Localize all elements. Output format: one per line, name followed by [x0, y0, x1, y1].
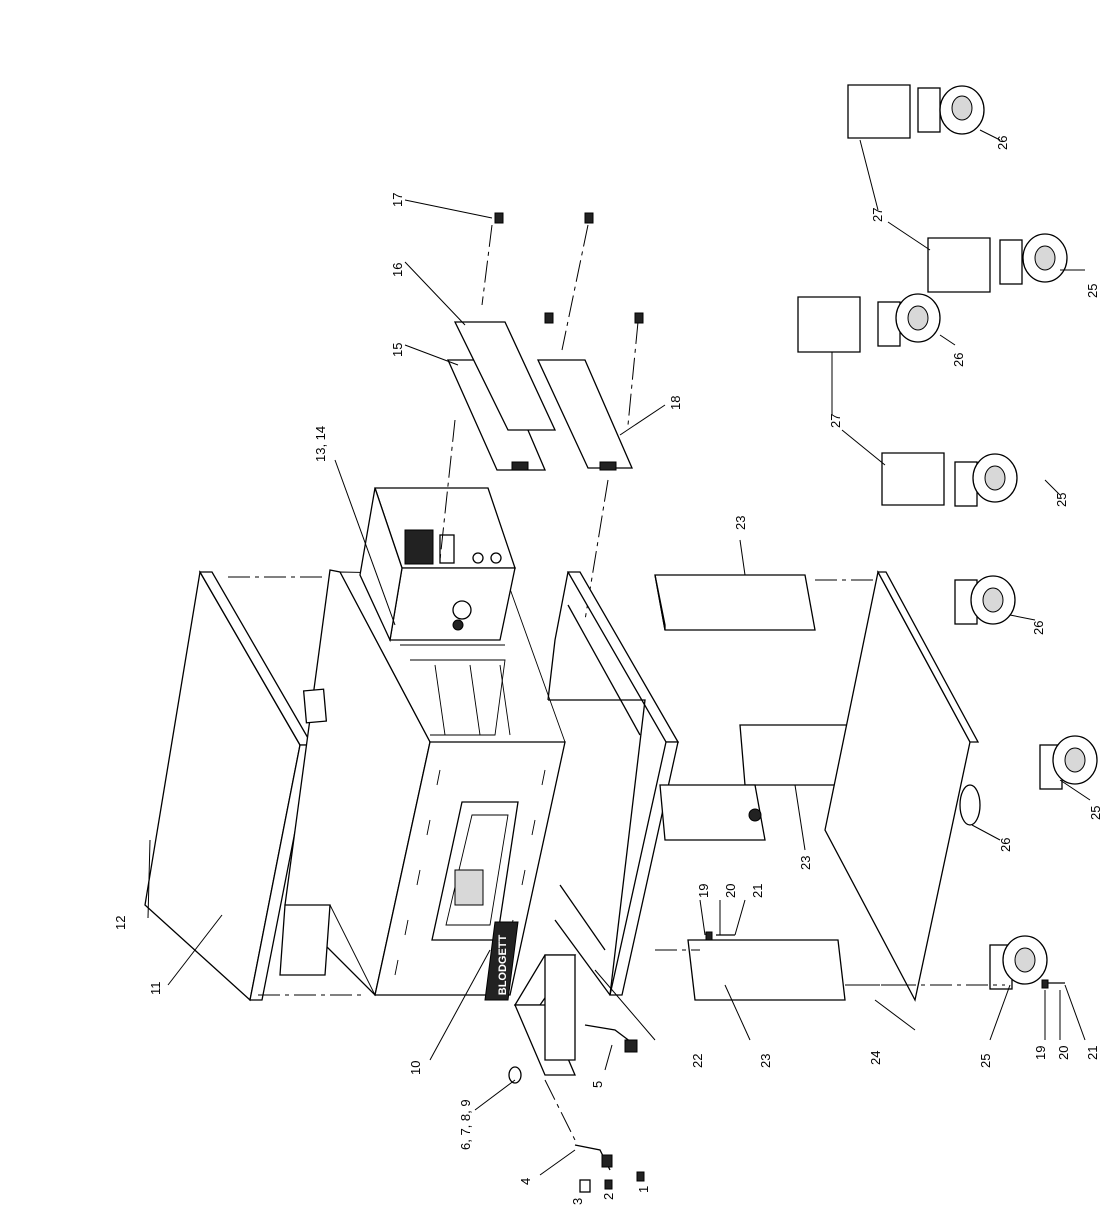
callout-23c: 23: [758, 1054, 773, 1068]
callout-6-9: 6, 7, 8, 9: [458, 1099, 473, 1150]
callout-27a: 27: [870, 208, 885, 222]
callout-25c: 25: [1088, 806, 1103, 820]
caster-26-top: [917, 85, 985, 135]
callout-23a: 23: [733, 516, 748, 530]
caster-26-low: [954, 575, 1016, 625]
oven-cabinet: BLODGETT: [279, 569, 566, 1001]
top-panel: [144, 570, 365, 1002]
callout-20b: 20: [1056, 1046, 1071, 1060]
callout-25d: 25: [978, 1054, 993, 1068]
callout-17: 17: [390, 193, 405, 207]
callout-23b: 23: [798, 856, 813, 870]
callout-22: 22: [690, 1054, 705, 1068]
callout-21a: 21: [750, 884, 765, 898]
caster-brackets: [797, 84, 991, 506]
callout-21b: 21: [1085, 1046, 1100, 1060]
callout-19b: 19: [1033, 1046, 1048, 1060]
side-panels: [439, 212, 644, 621]
callout-25b: 25: [1054, 493, 1069, 507]
casters: [877, 85, 1098, 990]
caster-25-right: [1039, 735, 1098, 790]
callout-19a: 19: [696, 884, 711, 898]
callout-25a: 25: [1085, 284, 1100, 298]
callout-18: 18: [668, 396, 683, 410]
callout-15: 15: [390, 343, 405, 357]
callout-13-14: 13, 14: [313, 426, 328, 462]
caster-26-mid: [877, 293, 941, 347]
callout-20a: 20: [723, 884, 738, 898]
callout-26a: 26: [995, 136, 1010, 150]
callout-12: 12: [113, 916, 128, 930]
cabinet-interior: [410, 659, 511, 736]
callout-26d: 26: [998, 838, 1013, 852]
caster-25-top: [999, 233, 1068, 285]
stand-frame: [547, 571, 680, 996]
caster-26-under: [959, 784, 981, 826]
callout-27b: 27: [828, 414, 843, 428]
leader-lines: [147, 129, 1091, 1176]
brand-logo-text: BLODGETT: [497, 934, 509, 995]
callout-labels: 1 2 3 4 5 6, 7, 8, 9 10 11 12 13, 14 15 …: [113, 136, 1103, 1205]
conveyor-parts: [508, 954, 645, 1193]
callout-16: 16: [390, 263, 405, 277]
callout-26c: 26: [1031, 621, 1046, 635]
caster-25-bottom: [989, 935, 1048, 990]
callout-24: 24: [868, 1051, 883, 1065]
callout-4: 4: [518, 1178, 533, 1185]
callout-5: 5: [590, 1081, 605, 1088]
callout-26b: 26: [951, 353, 966, 367]
control-box: [359, 487, 516, 646]
callout-3: 3: [570, 1198, 585, 1205]
base-plate: [815, 570, 980, 1002]
callout-1: 1: [636, 1186, 651, 1193]
hardware: [655, 931, 1065, 989]
callout-11: 11: [148, 982, 163, 996]
callout-10: 10: [408, 1061, 423, 1075]
callout-2: 2: [601, 1193, 616, 1200]
caster-25-mid: [954, 453, 1018, 507]
